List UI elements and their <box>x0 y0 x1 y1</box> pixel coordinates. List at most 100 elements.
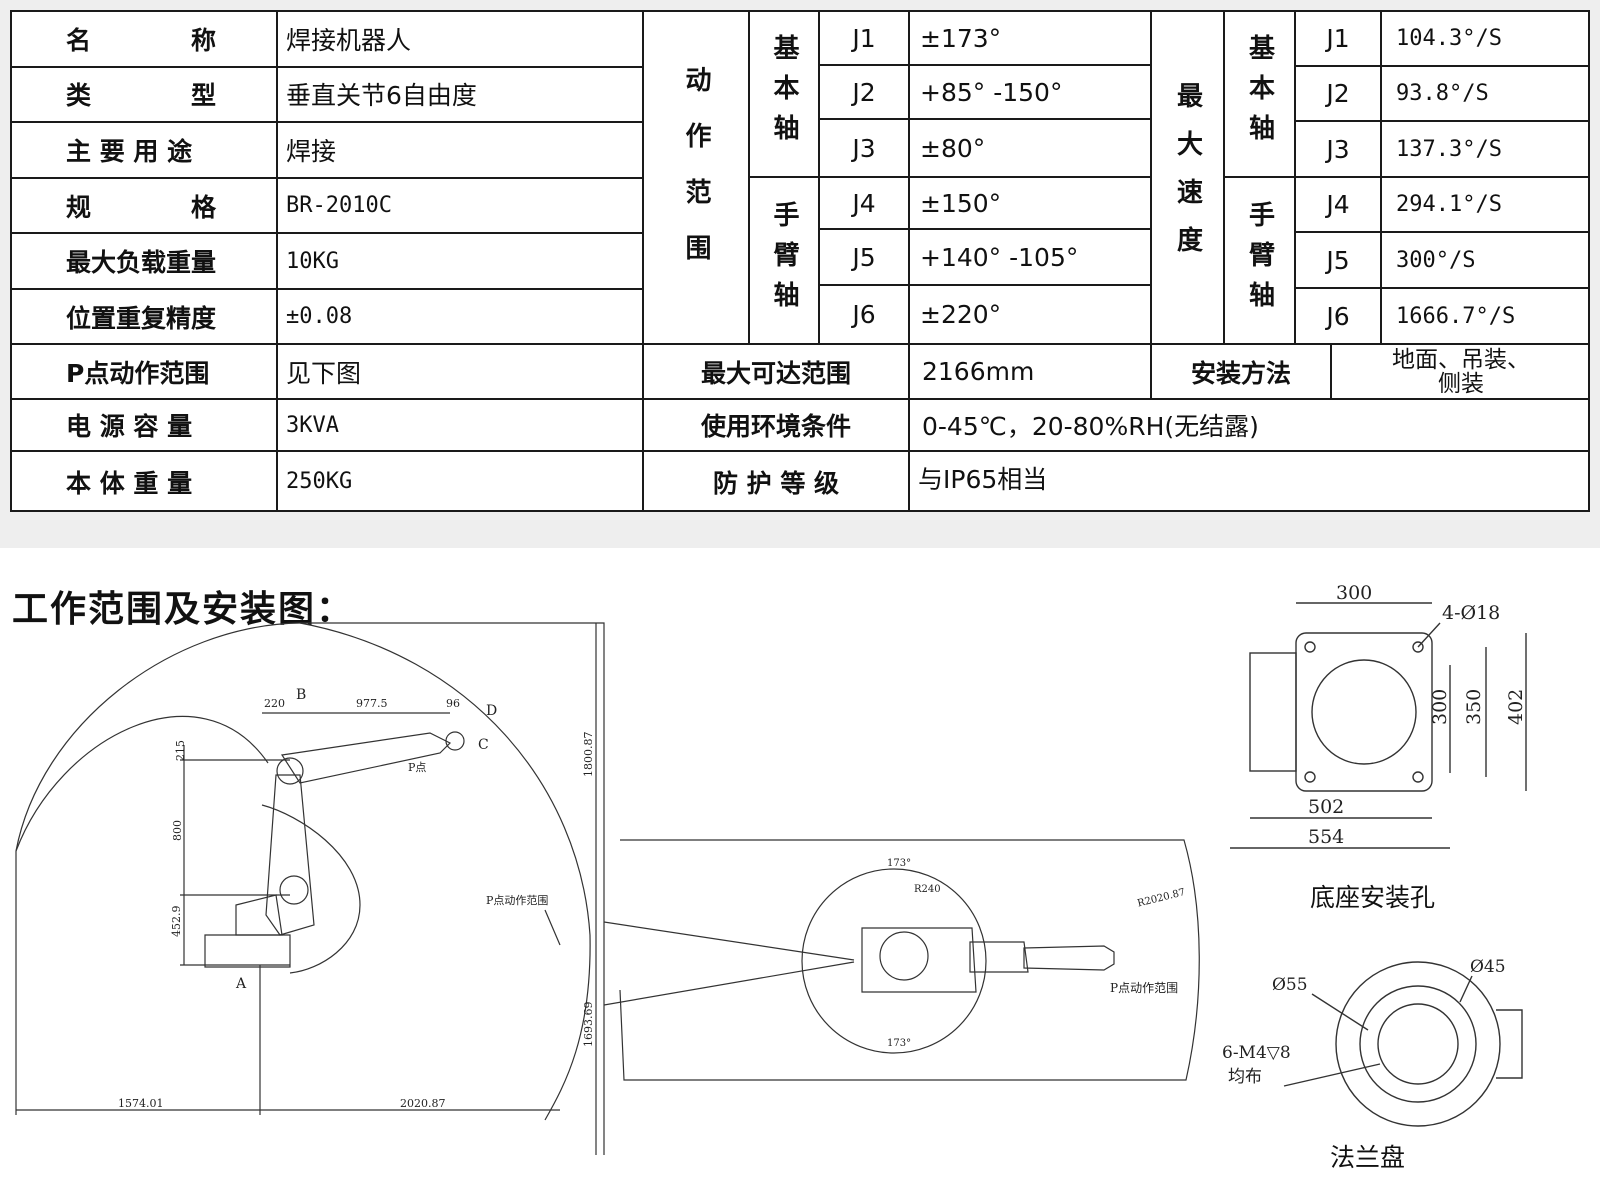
base-side-block <box>1249 652 1297 772</box>
speed-axis: J5 <box>1326 245 1350 275</box>
motion-axis: J6 <box>852 300 876 329</box>
work-envelope-outline <box>299 622 591 1121</box>
motion-value: +85° -150° <box>920 77 1063 107</box>
mount-hole <box>1304 771 1316 783</box>
row-line <box>12 121 642 123</box>
spec-label: 最大负载重量 <box>66 248 217 277</box>
wrist-axis-text: 手臂轴 <box>1244 200 1275 321</box>
inner-envelope <box>261 804 361 974</box>
mounting-line2: 侧装 <box>1438 370 1484 397</box>
row-line <box>12 66 642 68</box>
speed-value: 1666.7°/S <box>1396 303 1516 329</box>
base-center <box>1311 659 1417 765</box>
motion-value: ±150° <box>920 188 1002 218</box>
mount-hole <box>1412 641 1424 653</box>
row-line <box>1294 231 1590 233</box>
reach-label: 最大可达范围 <box>700 358 851 388</box>
basic-axis-text: 基本轴 <box>1244 34 1275 154</box>
dim-label: 215 <box>174 740 187 761</box>
spec-label: 位置重复精度 <box>66 303 217 333</box>
work-envelope-outline <box>619 839 1200 1081</box>
dim-label: 800 <box>171 820 184 841</box>
speed-value: 294.1°/S <box>1396 192 1502 217</box>
reach-value: 2166mm <box>922 357 1035 386</box>
side-view-drawing: 220 977.5 96 215 800 452.9 1800.87 1693.… <box>15 622 605 1155</box>
dim-label: 502 <box>1308 796 1344 818</box>
col-line <box>1330 343 1332 400</box>
speed-wrist-axis: 手臂轴 <box>1225 178 1294 343</box>
spec-table: 名 称 焊接机器人 类 型 垂直关节6自由度 主 要 用 途 焊接 规 格 BR… <box>10 10 1590 512</box>
row-line <box>12 398 1590 400</box>
motion-value: ±80° <box>920 133 986 163</box>
max-speed-text: 最大速度 <box>1172 81 1203 274</box>
dim-label: 1800.87 <box>582 732 595 778</box>
dim-line <box>544 909 561 946</box>
dim-label: 554 <box>1308 826 1344 848</box>
spec-value: BR-2010C <box>286 193 392 218</box>
robot-joint <box>879 931 929 981</box>
row-line <box>1223 176 1590 178</box>
drawing-label: B <box>296 687 306 703</box>
dim-label: 4-Ø18 <box>1442 602 1500 624</box>
flange-caption: 法兰盘 <box>1330 1143 1406 1172</box>
col-line <box>1294 12 1296 343</box>
spec-label: 电 源 容 量 <box>66 412 193 441</box>
dim-label: 均布 <box>1228 1067 1262 1087</box>
drawing-label: P点动作范围 <box>486 893 548 907</box>
dim-label: 220 <box>264 697 285 710</box>
spec-label: 类 型 <box>66 81 217 110</box>
dim-label: 977.5 <box>356 697 388 710</box>
robot-upper-arm <box>280 732 452 784</box>
robot-arm-top <box>1023 945 1115 971</box>
dim-label: 96 <box>446 697 460 710</box>
flange-outer <box>1335 961 1501 1127</box>
spec-value: 垂直关节6自由度 <box>286 81 477 110</box>
motion-axis: J1 <box>852 23 876 53</box>
row-line <box>12 177 642 179</box>
dim-label: 1693.69 <box>582 1002 595 1048</box>
speed-value: 137.3°/S <box>1396 136 1502 162</box>
mounting-value: 地面、吊装、 侧装 <box>1332 345 1590 398</box>
protection-value: 与IP65相当 <box>918 465 1048 494</box>
flange-ring <box>1359 985 1477 1103</box>
max-speed-label: 最大速度 <box>1152 12 1223 343</box>
spec-label: 名 称 <box>66 26 217 55</box>
spec-label: P点动作范围 <box>66 358 210 388</box>
robot-base <box>204 934 291 968</box>
row-line <box>12 450 1590 452</box>
row-line <box>12 232 642 234</box>
spec-value: 10KG <box>286 248 339 274</box>
row-line <box>820 228 1150 230</box>
speed-axis: J3 <box>1326 134 1350 164</box>
row-line <box>1294 287 1590 289</box>
row-line <box>820 118 1150 120</box>
drawing-label: A <box>235 976 247 992</box>
dim-label: 6-M4▽8 <box>1222 1043 1291 1063</box>
base-mount-drawing: 300 4-Ø18 300 350 402 502 554 <box>1230 585 1527 849</box>
col-line <box>1223 12 1225 343</box>
drawing-label: 173° <box>887 1038 911 1049</box>
dim-label: 2020.87 <box>400 1097 446 1110</box>
spec-value: 焊接 <box>286 137 337 166</box>
mounting-line1: 地面、吊装、 <box>1392 346 1530 373</box>
col-line <box>1150 12 1152 400</box>
dim-label: 350 <box>1463 689 1485 725</box>
dim-label: 402 <box>1505 689 1527 725</box>
flange-center <box>1377 1003 1459 1085</box>
motion-axis: J2 <box>852 77 876 107</box>
drawing-label: D <box>486 703 497 719</box>
row-line <box>1294 65 1590 67</box>
inner-envelope <box>801 868 987 1054</box>
col-line <box>1380 12 1382 343</box>
row-line <box>820 64 1150 66</box>
speed-value: 93.8°/S <box>1396 81 1489 106</box>
robot-base-top <box>861 927 977 993</box>
inner-envelope <box>15 716 269 852</box>
protection-label: 防 护 等 级 <box>712 469 840 498</box>
mounting-label: 安装方法 <box>1190 358 1291 388</box>
robot-joint <box>279 875 309 905</box>
motion-value: +140° -105° <box>920 242 1079 272</box>
speed-value: 300°/S <box>1396 247 1476 273</box>
robot-body <box>235 894 283 936</box>
spec-value: 见下图 <box>286 358 362 388</box>
